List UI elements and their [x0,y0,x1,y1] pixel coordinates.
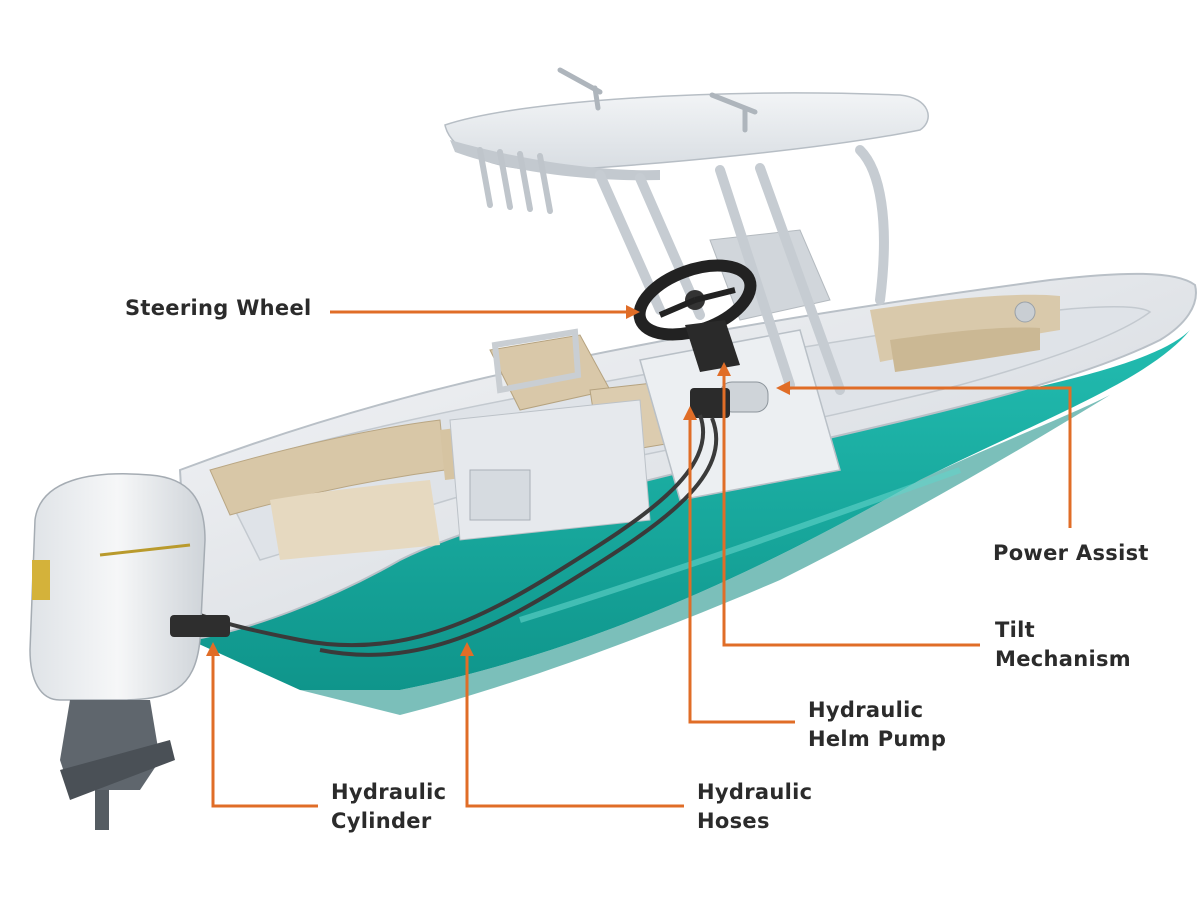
leader-power-assist [776,381,1072,528]
hydraulic-hoses-part [199,414,719,657]
t-top-edge [450,140,660,181]
label-tilt-line1: Tilt [995,618,1035,642]
label-tilt-line2: Mechanism [995,647,1131,671]
outboard-engine [29,473,206,830]
label-cylinder-line1: Hydraulic [331,780,447,804]
label-helm-pump-line2: Helm Pump [808,727,947,751]
power-assist-part [690,381,769,418]
label-power-assist: Power Assist [993,539,1149,568]
leader-helm-pump [683,406,795,724]
label-power-assist-text: Power Assist [993,541,1149,565]
hydraulic-cylinder-part [170,615,230,637]
label-steering-wheel-text: Steering Wheel [125,296,312,320]
bow-speaker [1014,301,1036,323]
aft-seat-cushion [270,480,440,560]
leaning-post-rack [491,328,582,394]
console-door [469,469,531,521]
label-cylinder-line2: Cylinder [331,809,432,833]
helm-tilt-part [685,320,740,372]
label-hydraulic-hoses: Hydraulic Hoses [697,778,812,836]
label-hoses-line2: Hoses [697,809,770,833]
leader-lines [206,305,1072,808]
hull-stripe [519,467,962,623]
leader-hydraulic-cylinder [206,642,318,808]
antenna-mounts [557,67,758,133]
bow-cushion [890,327,1040,372]
leader-steering-wheel [330,305,640,319]
label-helm-pump-line1: Hydraulic [808,698,924,722]
label-hoses-line1: Hydraulic [697,780,813,804]
rod-holders [477,147,553,214]
label-steering-wheel: Steering Wheel [125,294,312,323]
leader-hydraulic-hoses [460,642,684,808]
label-hydraulic-helm-pump: Hydraulic Helm Pump [808,696,946,754]
leader-tilt-mechanism [717,362,980,647]
label-tilt-mechanism: Tilt Mechanism [995,616,1131,674]
label-hydraulic-cylinder: Hydraulic Cylinder [331,778,446,836]
